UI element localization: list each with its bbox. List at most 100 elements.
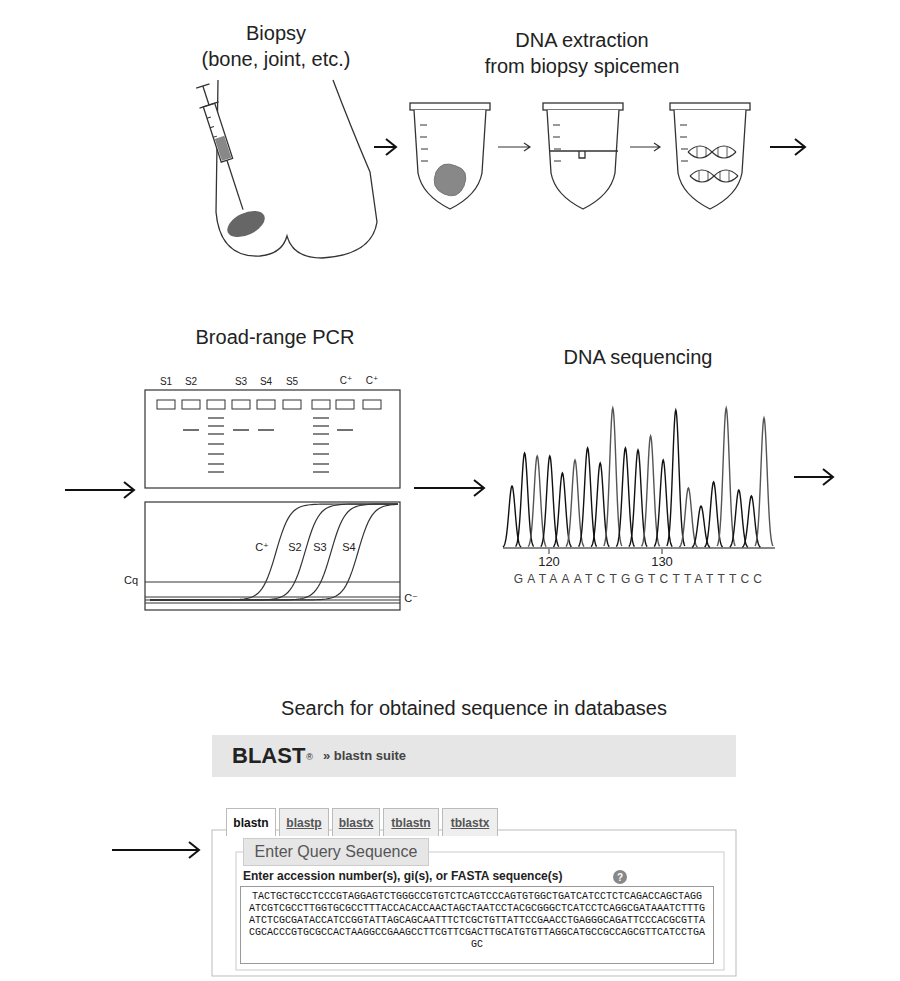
illustration-part xyxy=(257,400,275,409)
illustration-part xyxy=(667,410,685,546)
form-label: Enter accession number(s), gi(s), or FAS… xyxy=(243,870,562,883)
illustration-part xyxy=(697,147,729,181)
plot-label: S2 xyxy=(185,376,197,387)
node-text: BLAST xyxy=(232,743,305,769)
illustration-part xyxy=(208,425,224,426)
illustration-part xyxy=(688,146,736,158)
illustration-part xyxy=(150,504,398,600)
tab: tblastx xyxy=(442,808,498,836)
plot-label: C⁺ xyxy=(255,541,269,553)
illustration-part xyxy=(313,433,329,434)
plot-label: S4 xyxy=(342,541,355,553)
syringe xyxy=(193,83,252,213)
node-text: » blastn suite xyxy=(323,743,406,769)
illustration-part xyxy=(313,425,329,426)
flow-arrow xyxy=(65,139,805,498)
illustration-part xyxy=(150,504,398,600)
illustration-part xyxy=(203,103,232,162)
illustration-part xyxy=(755,418,773,546)
gel-frame xyxy=(145,390,400,488)
flow-arrow xyxy=(112,469,833,858)
arrow-stroke xyxy=(112,842,199,858)
illustration-part xyxy=(363,400,381,409)
illustration-part xyxy=(233,429,249,430)
illustration-part xyxy=(705,482,723,547)
small-arrow xyxy=(630,143,660,151)
illustration-part xyxy=(742,496,760,547)
step-heading: DNA sequencing xyxy=(564,344,713,370)
illustration-part xyxy=(208,463,224,464)
illustration-part xyxy=(642,436,660,546)
help-icon xyxy=(613,870,627,884)
illustration-part xyxy=(337,429,353,430)
illustration-part xyxy=(688,146,736,158)
node-text: blastx xyxy=(339,810,374,836)
flow-arrow xyxy=(374,139,396,155)
illustration-part xyxy=(312,400,330,409)
step-heading: DNA extraction xyxy=(515,27,648,53)
plot-label: C⁻ xyxy=(404,592,418,604)
tab: blastx xyxy=(332,808,380,836)
illustration-part xyxy=(150,504,398,600)
tab: tblastn xyxy=(383,808,439,836)
illustration-part xyxy=(145,582,400,583)
plot-label: Cq xyxy=(124,574,138,586)
plot-label: S5 xyxy=(286,376,298,387)
node-text: tblastn xyxy=(391,810,430,836)
gel-lanes xyxy=(157,400,381,472)
plot-frame xyxy=(145,502,400,610)
plot-label: S3 xyxy=(313,541,326,553)
illustration-part xyxy=(232,400,250,409)
arrow-stroke xyxy=(65,482,134,498)
illustration-part xyxy=(313,453,329,454)
form-panel xyxy=(212,830,736,976)
dna-helix xyxy=(688,146,738,182)
legend-box: Enter Query Sequence xyxy=(243,838,429,866)
plot-label: S1 xyxy=(160,376,172,387)
illustration-part xyxy=(690,170,738,182)
illustration-part xyxy=(227,160,243,209)
illustration-part xyxy=(313,463,329,464)
tube-symbol xyxy=(543,103,623,209)
plot-label: S3 xyxy=(235,376,247,387)
step-heading: (bone, joint, etc.) xyxy=(202,46,351,72)
node-text: blastp xyxy=(286,810,321,836)
node-text: ® xyxy=(306,744,313,770)
plot-label: C⁺ xyxy=(340,375,353,386)
illustration-part xyxy=(283,400,301,409)
step-heading: from biopsy spicemen xyxy=(485,53,680,79)
plot-label: S4 xyxy=(260,376,272,387)
fieldset-frame xyxy=(236,852,724,970)
illustration-part xyxy=(503,547,775,548)
step-heading: Search for obtained sequence in database… xyxy=(281,695,667,721)
illustration-part xyxy=(679,488,697,547)
step-heading: Broad-range PCR xyxy=(196,324,355,350)
step-panel: Broad-range PCR xyxy=(140,324,410,614)
plot-label: S2 xyxy=(288,541,301,553)
illustration-part xyxy=(150,504,398,600)
illustration-part xyxy=(196,84,209,88)
illustration-part xyxy=(313,471,329,472)
amplification-curves xyxy=(145,504,400,603)
header-bar: BLAST® » blastn suite xyxy=(212,735,736,777)
tissue-piece xyxy=(434,164,466,196)
sequence-label: 120 xyxy=(538,555,560,569)
step-panel: Biopsy(bone, joint, etc.) xyxy=(182,20,370,260)
tube-symbol xyxy=(670,103,750,209)
illustration-part xyxy=(690,170,738,182)
illustration-part xyxy=(207,117,217,137)
illustration-part xyxy=(207,400,225,409)
illustration-part xyxy=(258,429,274,430)
step-panel: Search for obtained sequence in database… xyxy=(205,695,743,978)
arrow-stroke xyxy=(794,469,833,485)
form-label: ? xyxy=(617,872,623,883)
illustration-part xyxy=(208,453,224,454)
arrow-stroke xyxy=(770,139,805,155)
lesion xyxy=(223,206,269,243)
filter-insert xyxy=(549,151,618,158)
illustration-part xyxy=(604,408,622,546)
